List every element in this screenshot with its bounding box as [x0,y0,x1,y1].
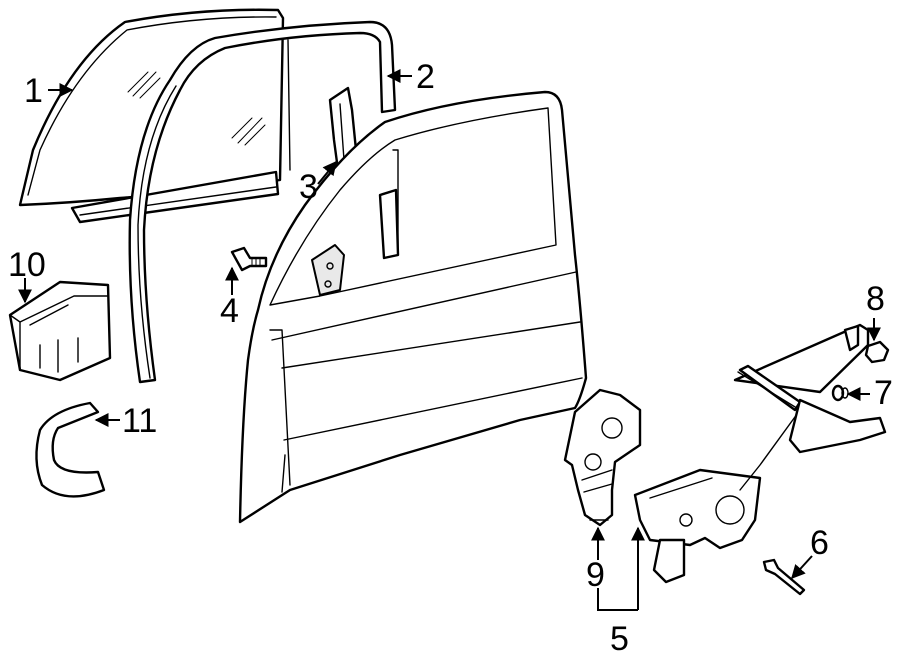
door-shell [238,90,588,524]
handle-trim [35,401,106,498]
callout-10: 10 [8,246,46,284]
leader-lines [18,69,881,611]
door-glass [18,8,285,224]
callout-9: 9 [586,556,605,594]
bolt-4 [230,246,268,272]
callout-6: 6 [810,524,829,562]
callout-4: 4 [220,292,239,330]
callout-8: 8 [866,280,885,318]
window-motor [563,388,642,527]
callout-11: 11 [122,402,157,440]
regulator-assembly [633,323,887,584]
callout-3: 3 [299,168,318,206]
callout-2: 2 [416,58,435,96]
grommet-7 [831,384,849,402]
bolt-6 [762,558,806,596]
callout-labels: 1 2 3 4 5 6 7 8 9 10 11 [8,58,893,658]
insulator-pad [8,280,112,382]
callout-7: 7 [874,374,893,412]
callout-5: 5 [610,620,629,658]
clip-8 [864,340,890,364]
run-channel [128,20,397,384]
callout-1: 1 [24,72,43,110]
